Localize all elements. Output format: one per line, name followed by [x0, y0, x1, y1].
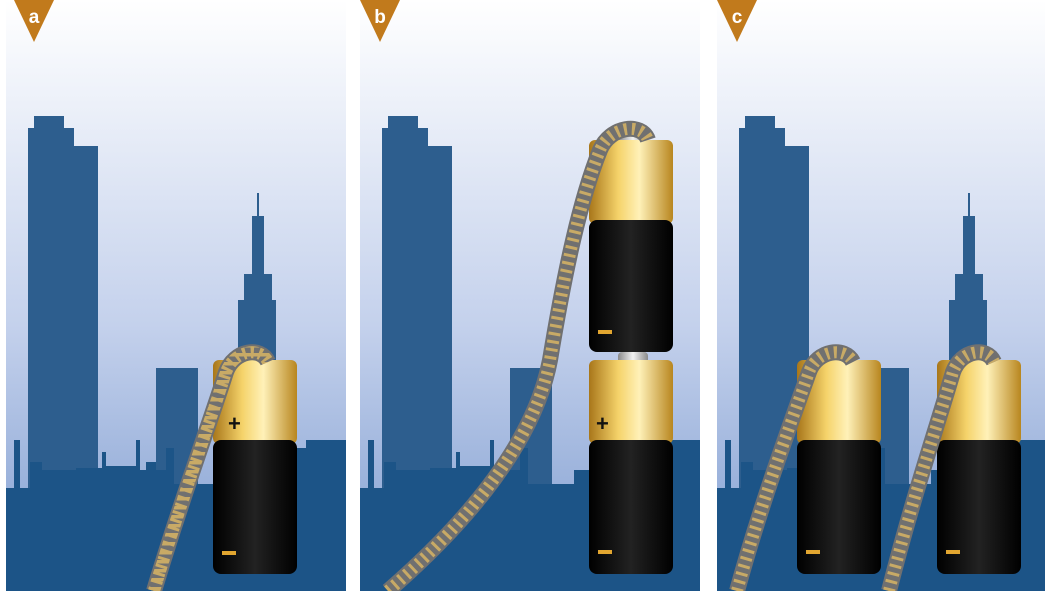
panel-a: + a [6, 0, 346, 591]
panel-b-illustration: + [360, 0, 700, 591]
panel-b: + b [360, 0, 700, 591]
panel-c: c [717, 0, 1045, 591]
panel-label-c: c [717, 0, 757, 42]
panel-label-b: b [360, 0, 400, 42]
battery-plus-sign: + [596, 411, 609, 436]
battery-lower: + [589, 352, 673, 574]
panel-label-a: a [14, 0, 54, 42]
battery-plus-sign: + [228, 411, 241, 436]
panel-c-illustration [717, 0, 1045, 591]
panel-a-illustration: + [6, 0, 346, 591]
